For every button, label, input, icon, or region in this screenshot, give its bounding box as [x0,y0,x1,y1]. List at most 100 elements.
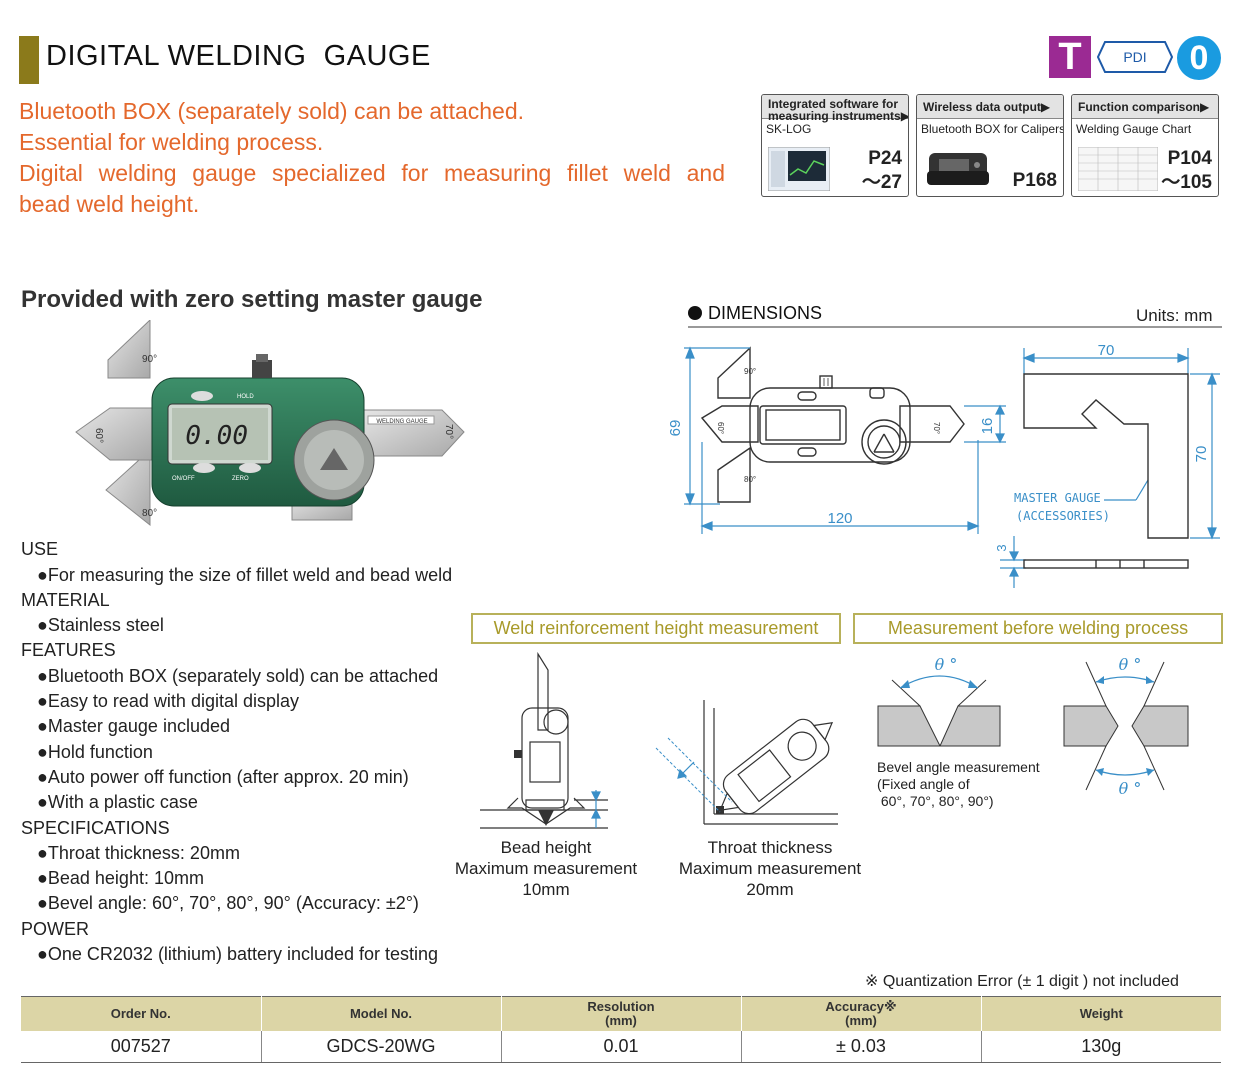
feature-item: ●Bluetooth BOX (separately sold) can be … [37,666,439,686]
spec-item: ●Bevel angle: 60°, 70°, 80°, 90° (Accura… [37,893,419,913]
master-gauge-label: MASTER GAUGE [1014,491,1101,505]
dim-master-w-value: 70 [1098,342,1115,359]
cell-order-no: 007527 [21,1030,262,1063]
ref-box-software-head: Integrated software for measuring instru… [762,95,909,123]
power-item: ●One CR2032 (lithium) battery included f… [37,944,439,964]
chart-table-icon [1078,147,1158,191]
material-item: ●Stainless steel [37,615,164,635]
material-heading: MATERIAL [21,590,110,610]
throat-thickness-diagram [655,700,838,825]
spec-item: ●Bead height: 10mm [37,868,204,888]
features-heading: FEATURES [21,640,116,660]
ref-function-page2: ～105 [1161,172,1212,193]
header-order-no: Order No. [21,996,262,1031]
throat-caption: Throat thickness Maximum measurement 20m… [674,837,866,900]
bead-caption-line3: 10mm [522,880,570,899]
throat-caption-line2: Maximum measurement [678,859,862,878]
header-model-no: Model No. [261,996,502,1031]
header-weight: Weight [981,996,1221,1031]
power-heading: POWER [21,919,90,939]
ref-wireless-page: P168 [1012,170,1057,191]
dim-angle-80-label: 80° [744,475,756,484]
provided-heading: Provided with zero setting master gauge [21,286,483,313]
bevel-caption-line2: (Fixed angle of [877,776,970,792]
angle-70-label: 70° [443,424,454,439]
dimensions-rule [688,326,1222,328]
dim-angle-90-label: 90° [744,367,756,376]
theta-label-bottom: θ ° [1119,779,1142,798]
bead-caption-line2: Maximum measurement [454,859,638,878]
intro-line-2: Essential for welding process. [19,129,324,155]
dim-angle-60-label: 60° [716,422,725,434]
table-header-row: Order No. Model No. Resolution(mm) Accur… [21,996,1221,1031]
before-welding-box: Measurement before welding process [853,613,1223,644]
header-resolution: Resolution(mm) [501,996,742,1031]
dim-height-value: 69 [667,420,684,437]
theta-label: θ ° [935,655,958,674]
lcd-display: 0.00 [185,421,248,451]
angle-60-label: 60° [93,428,104,443]
feature-item: ●With a plastic case [37,792,198,812]
product-photo: WELDING GAUGE 0.00 HOLD ON/OFF ZERO 90° … [75,320,465,527]
ref-head-line2: measuring instruments▶ [768,109,909,123]
zero-logo: 0 [1177,36,1221,80]
feature-item: ●Easy to read with digital display [37,691,300,711]
dim-width-value: 120 [827,510,852,527]
ref-box-function-head: Function comparison▶ [1072,95,1218,119]
dim-angle-70-label: 70° [932,422,941,434]
bevel-caption-line3: 60°, 70°, 80°, 90°) [877,793,994,809]
scale-label: WELDING GAUGE [376,419,427,425]
t-logo: T [1049,36,1091,78]
throat-caption-line1: Throat thickness [707,838,833,857]
angle-90-label: 90° [142,354,157,365]
bevel-angle-diagram: θ ° θ ° θ ° [877,655,1189,798]
hold-label: HOLD [237,394,254,400]
ref-box-wireless-head: Wireless data output▶ [917,95,1063,119]
bead-height-diagram [480,651,608,829]
dim-master-t-value: 3 [994,544,1009,551]
ref-function-pages: P104 ～105 [1161,147,1212,195]
zero-label: ZERO [232,476,249,482]
weld-reinforcement-box: Weld reinforcement height measurement [471,613,841,644]
cell-model-no: GDCS-20WG [261,1030,502,1063]
ref-box-wireless[interactable]: Wireless data output▶ Bluetooth BOX for … [916,94,1064,197]
angle-80-label: 80° [142,508,157,519]
dimensions-heading: DIMENSIONS [688,303,822,324]
ref-box-wireless-sub: Bluetooth BOX for Calipers [921,122,1064,136]
ref-box-function[interactable]: Function comparison▶ Welding Gauge Chart… [1071,94,1219,197]
cell-resolution: 0.01 [501,1030,742,1063]
ref-box-function-sub: Welding Gauge Chart [1076,122,1192,136]
bevel-caption-line1: Bevel angle measurement [877,759,1040,775]
ref-software-page2: ～27 [861,172,902,193]
feature-item: ●Master gauge included [37,716,230,736]
ref-head-line1: Integrated software for [768,97,899,111]
dimensions-heading-text: DIMENSIONS [708,303,823,323]
specifications-heading: SPECIFICATIONS [21,818,170,838]
table-row: 007527 GDCS-20WG 0.01 ± 0.03 130g [21,1030,1221,1063]
title-accent-bar [19,36,39,84]
ref-box-software-sub: SK-LOG [766,122,812,136]
intro-line-4: bead weld height. [19,191,200,217]
master-gauge-accessories-label: (ACCESSORIES) [1016,509,1110,523]
feature-item: ●Hold function [37,742,153,762]
dimensions-drawing: 90° 80° 60° 70° [667,342,1220,588]
intro-text: Bluetooth BOX (separately sold) can be a… [19,96,739,220]
cell-weight: 130g [981,1030,1221,1063]
theta-label-top: θ ° [1119,655,1142,674]
pdi-logo: PDI [1097,41,1173,73]
page-title: DIGITAL WELDING GAUGE [46,40,431,72]
spec-table: Order No. Model No. Resolution(mm) Accur… [21,996,1221,1063]
software-screenshot-icon [768,147,830,191]
units-label: Units: mm [1136,306,1213,325]
bullet-dot-icon [688,306,702,320]
throat-caption-line3: 20mm [746,880,794,899]
bead-caption-line1: Bead height [500,838,592,857]
bead-caption: Bead height Maximum measurement 10mm [450,837,642,900]
ref-software-page1: P24 [868,148,902,169]
header-accuracy: Accuracy※(mm) [741,996,982,1031]
spec-item: ●Throat thickness: 20mm [37,843,240,863]
ref-software-pages: P24 ～27 [862,147,902,195]
ref-box-software[interactable]: Integrated software for measuring instru… [761,94,909,197]
quantization-note: ※ Quantization Error (± 1 digit ) not in… [865,973,1179,990]
use-item: ●For measuring the size of fillet weld a… [37,565,453,585]
